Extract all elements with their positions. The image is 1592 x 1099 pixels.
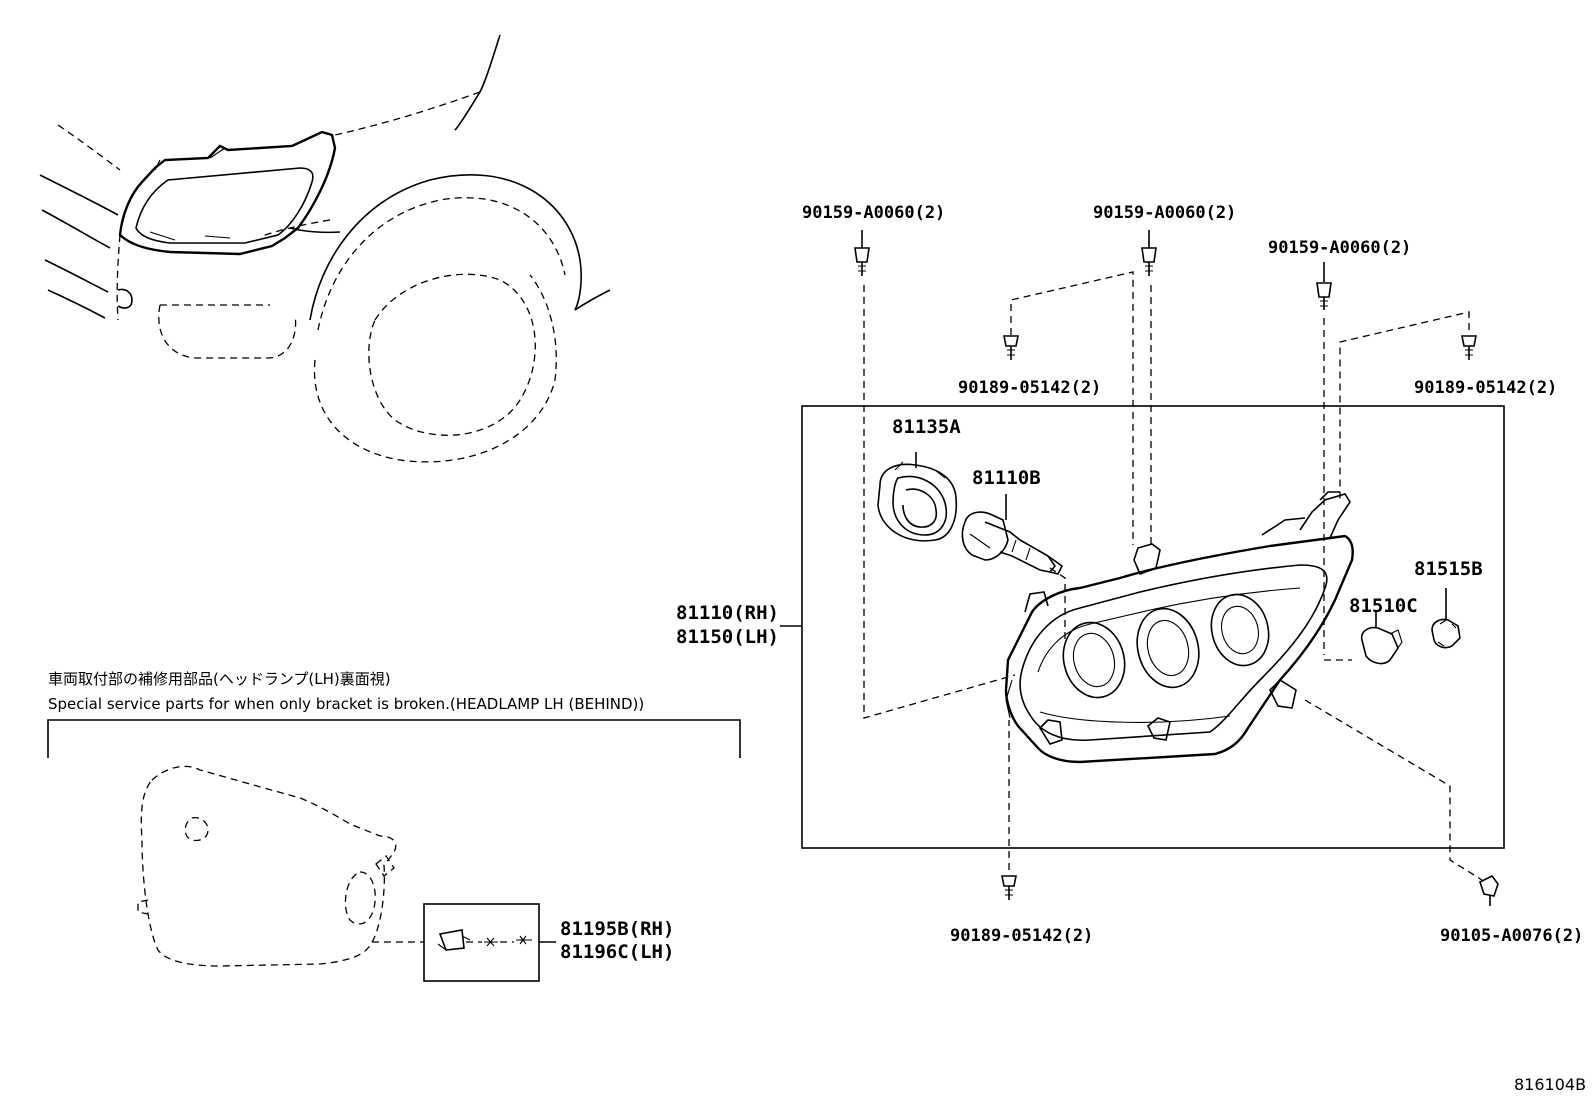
bulb-main	[961, 494, 1064, 575]
label-screw-right: 90189-05142(2)	[1414, 378, 1558, 398]
bulb-small	[1360, 612, 1403, 665]
screw-right	[1461, 335, 1477, 360]
label-bracket-rh: 81195B(RH)	[560, 918, 675, 940]
label-bolt-bottom: 90105-A0076(2)	[1440, 926, 1584, 946]
clip-top-mid	[1141, 230, 1157, 276]
clip-top-right	[1316, 262, 1332, 310]
label-screw-bottom: 90189-05142(2)	[950, 926, 1094, 946]
assembly-frame	[801, 405, 1505, 849]
illustration-number: 816104B	[1514, 1075, 1587, 1094]
clip-top-left	[854, 230, 870, 276]
label-clip-top-mid: 90159-A0060(2)	[1093, 203, 1237, 223]
socket-ring	[877, 452, 958, 542]
vehicle-front-illustration	[39, 34, 611, 463]
socket-small	[1431, 588, 1461, 649]
label-clip-top-right: 90159-A0060(2)	[1268, 238, 1412, 258]
screw-mid	[1003, 335, 1019, 360]
label-screw-mid: 90189-05142(2)	[958, 378, 1102, 398]
label-bulb-small: 81510C	[1349, 595, 1418, 617]
label-headlamp-rh: 81110(RH)	[676, 602, 779, 624]
note-japanese: 車両取付部の補修用部品(ヘッドランプ(LH)裏面視)	[48, 670, 391, 688]
label-bracket-lh: 81196C(LH)	[560, 941, 675, 963]
label-socket: 81135A	[892, 416, 961, 438]
label-clip-top-left: 90159-A0060(2)	[802, 203, 946, 223]
headlamp-assembly	[1004, 491, 1354, 764]
label-headlamp-lh: 81150(LH)	[676, 626, 779, 648]
service-parts-section	[47, 719, 741, 982]
label-socket-small: 81515B	[1414, 558, 1483, 580]
bolt-bottom	[1479, 874, 1499, 906]
label-bulb-main: 81110B	[972, 467, 1041, 489]
note-english: Special service parts for when only brac…	[48, 695, 645, 713]
screw-bottom	[1001, 875, 1017, 900]
